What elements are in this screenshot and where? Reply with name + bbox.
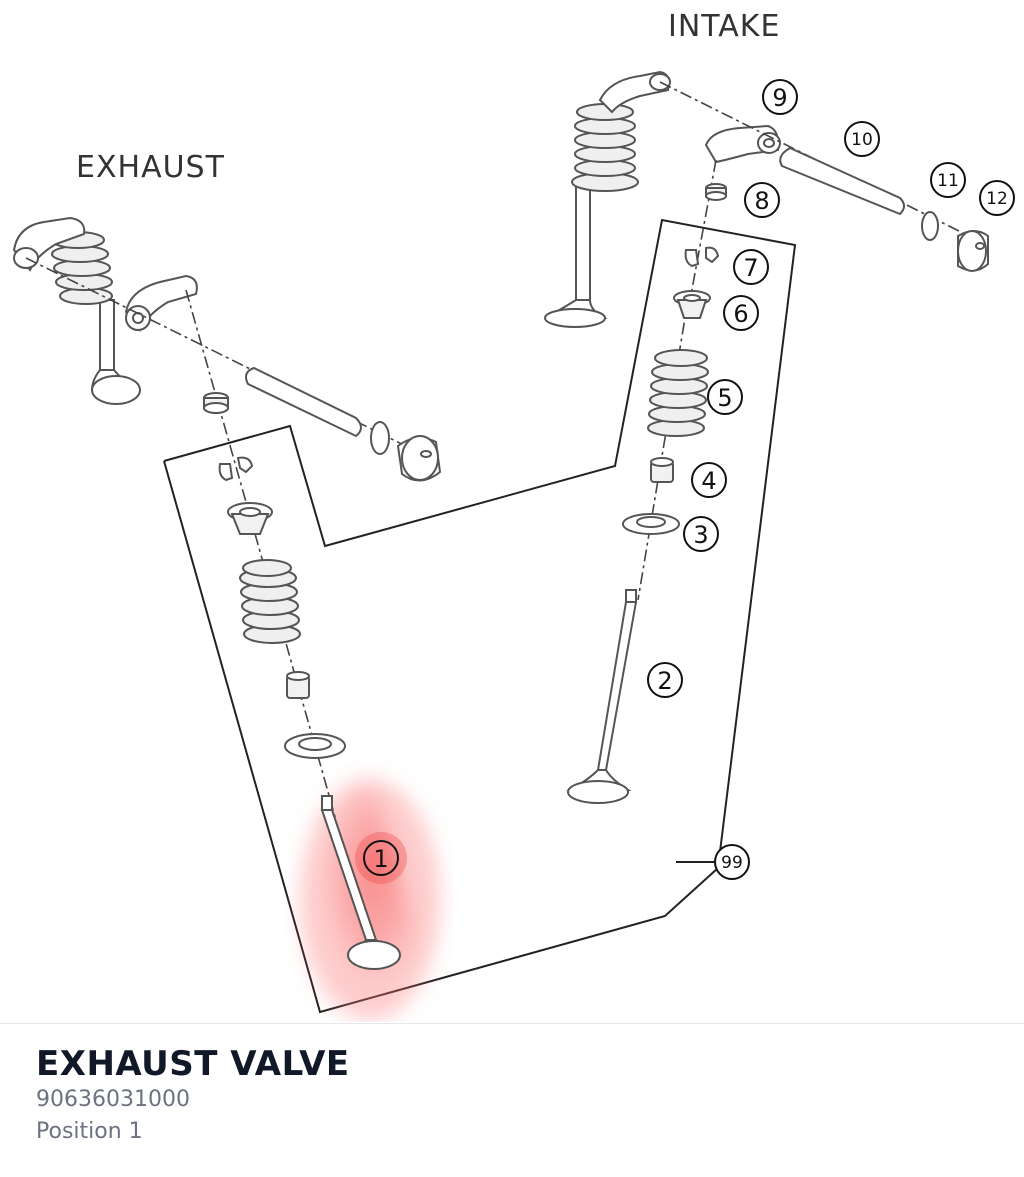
svg-text:99: 99	[721, 853, 743, 873]
intake-rocker-assembly	[544, 70, 781, 328]
part-6-spring-retainer	[673, 290, 711, 319]
exhaust-rocker-shaft	[245, 366, 362, 438]
svg-text:9: 9	[772, 84, 787, 112]
callout-99[interactable]: 99	[676, 844, 750, 880]
exhaust-valve-spring	[239, 559, 301, 644]
part-7-valve-keepers	[684, 246, 720, 268]
callout-10[interactable]: 10	[844, 121, 880, 157]
part-5-valve-spring	[647, 349, 709, 437]
part-1-exhaust-valve[interactable]	[320, 795, 401, 970]
exhaust-lash-cap	[203, 392, 229, 414]
part-position: Position 1	[36, 1119, 143, 1144]
callout-5[interactable]: 5	[707, 379, 743, 415]
exhaust-spring-seat	[284, 733, 346, 759]
exhaust-spring-retainer	[227, 502, 273, 535]
svg-text:6: 6	[733, 300, 748, 328]
exploded-parts-diagram: INTAKE EXHAUST	[12, 9, 1015, 1020]
exhaust-valve-stem-seal	[286, 671, 310, 699]
divider	[0, 1023, 1024, 1024]
callout-6[interactable]: 6	[723, 295, 759, 331]
callout-11[interactable]: 11	[930, 162, 966, 198]
intake-rocker-shaft	[779, 146, 905, 216]
exhaust-label: EXHAUST	[76, 150, 225, 185]
valve-kit-boundary	[163, 218, 797, 1014]
part-4-valve-stem-seal	[650, 457, 674, 483]
exhaust-shaft-washer	[370, 421, 390, 455]
callout-9[interactable]: 9	[762, 79, 798, 115]
exhaust-shaft-plug	[396, 435, 442, 482]
part-number: 90636031000	[36, 1087, 190, 1112]
part-3-spring-seat	[622, 513, 680, 535]
svg-text:1: 1	[373, 845, 388, 873]
svg-text:2: 2	[657, 667, 672, 695]
callout-4[interactable]: 4	[691, 462, 727, 498]
part-2-intake-valve	[566, 589, 638, 804]
svg-text:8: 8	[754, 187, 769, 215]
intake-label: INTAKE	[668, 9, 780, 44]
intake-shaft-washer	[921, 211, 939, 241]
callout-3[interactable]: 3	[683, 516, 719, 552]
exhaust-rocker-assembly	[12, 216, 198, 405]
callout-7[interactable]: 7	[733, 249, 769, 285]
exhaust-valve-keepers	[218, 456, 254, 482]
svg-text:7: 7	[743, 254, 758, 282]
callout-12[interactable]: 12	[979, 180, 1015, 216]
part-8-lash-cap	[705, 183, 727, 201]
svg-text:11: 11	[937, 171, 959, 191]
svg-text:4: 4	[701, 467, 716, 495]
svg-text:5: 5	[717, 384, 732, 412]
intake-shaft-plug	[957, 230, 989, 272]
selected-part-info: EXHAUST VALVE 90636031000 Position 1	[36, 1044, 988, 1148]
svg-text:12: 12	[986, 189, 1008, 209]
callout-2[interactable]: 2	[647, 662, 683, 698]
callout-8[interactable]: 8	[744, 182, 780, 218]
part-name: EXHAUST VALVE	[36, 1044, 350, 1084]
callout-1[interactable]: 1	[355, 832, 407, 884]
svg-text:3: 3	[693, 521, 708, 549]
svg-text:10: 10	[851, 130, 873, 150]
